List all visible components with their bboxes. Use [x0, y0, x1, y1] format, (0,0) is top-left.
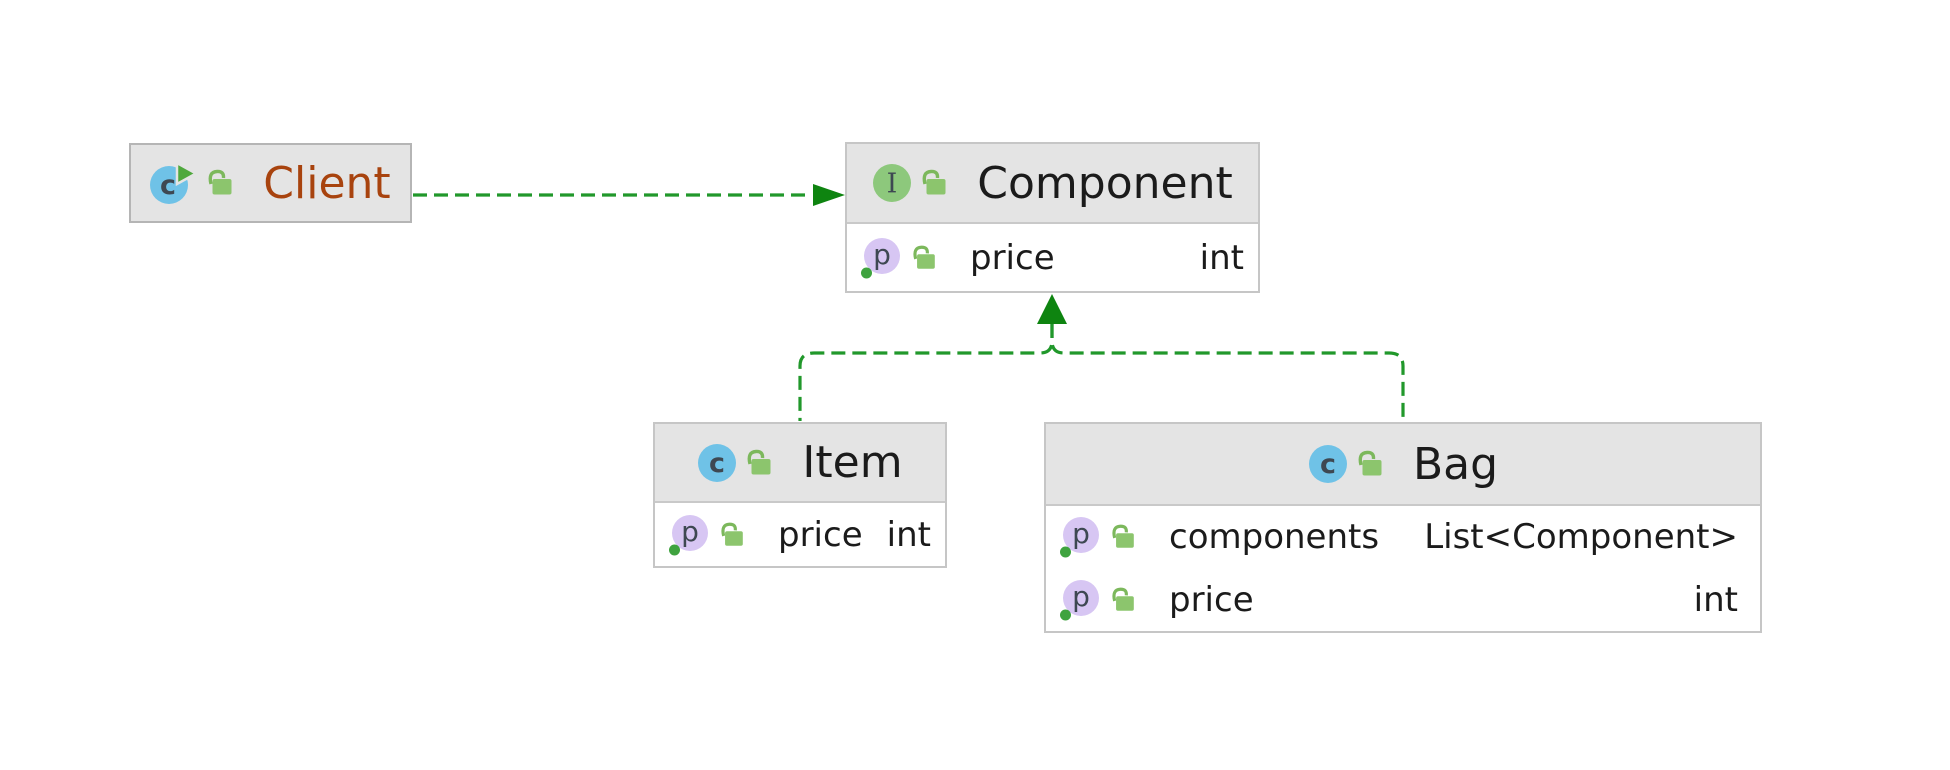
public-lock-icon	[922, 169, 946, 195]
node-title: Item	[802, 437, 903, 488]
public-lock-icon	[747, 449, 771, 474]
public-lock-icon	[1358, 450, 1382, 476]
property-type: int	[886, 514, 931, 555]
class-icon: c	[1308, 445, 1347, 483]
property-name: components	[1169, 517, 1380, 558]
property-type: int	[1199, 237, 1244, 278]
public-lock-icon	[1112, 587, 1134, 611]
property-icon: p	[1060, 517, 1099, 558]
svg-text:p: p	[873, 238, 891, 271]
property-type: List<Component>	[1424, 517, 1738, 558]
dependency-arrowhead-icon	[813, 184, 845, 206]
property-icon: p	[861, 237, 900, 278]
class-with-main-icon: c	[150, 161, 199, 204]
class-node-bag[interactable]: c Bag p	[1044, 422, 1762, 633]
property-row[interactable]: p price int	[1046, 568, 1760, 631]
property-name: price	[1169, 579, 1254, 620]
class-node-client[interactable]: c Client	[129, 143, 412, 223]
property-row[interactable]: p components List<Component>	[1046, 506, 1760, 569]
class-icon: c	[698, 443, 737, 482]
svg-text:p: p	[1072, 580, 1090, 613]
svg-text:p: p	[681, 515, 699, 548]
public-lock-icon	[721, 522, 743, 546]
svg-text:c: c	[160, 170, 176, 201]
svg-text:p: p	[1072, 517, 1090, 550]
property-row[interactable]: p price int	[655, 503, 945, 566]
svg-text:c: c	[1320, 449, 1336, 480]
property-type: int	[1693, 579, 1738, 620]
realization-edge-bag-component[interactable]	[1037, 294, 1405, 421]
dependency-edge-client-component[interactable]	[413, 184, 845, 206]
public-lock-icon	[913, 245, 935, 269]
public-dot-icon	[669, 544, 680, 555]
property-row[interactable]: p price int	[847, 224, 1258, 291]
svg-text:I: I	[887, 169, 898, 200]
property-name: price	[970, 237, 1055, 278]
public-lock-icon	[208, 169, 232, 195]
node-title: Client	[263, 157, 391, 209]
interface-icon: I	[873, 164, 912, 202]
public-lock-icon	[1112, 524, 1134, 548]
svg-text:c: c	[709, 448, 725, 479]
public-dot-icon	[861, 267, 872, 278]
run-overlay-icon	[176, 161, 199, 187]
property-name: price	[778, 514, 863, 555]
property-icon: p	[669, 514, 708, 555]
interface-node-component[interactable]: I Component p	[845, 142, 1260, 293]
class-node-item[interactable]: c Item p	[653, 422, 947, 568]
node-title: Component	[977, 157, 1233, 209]
realization-arrowhead-icon	[1037, 294, 1067, 324]
public-dot-icon	[1060, 546, 1071, 558]
node-title: Bag	[1412, 438, 1499, 490]
property-icon: p	[1060, 579, 1099, 621]
public-dot-icon	[1060, 609, 1071, 621]
realization-edge-item-component[interactable]	[798, 324, 1054, 421]
